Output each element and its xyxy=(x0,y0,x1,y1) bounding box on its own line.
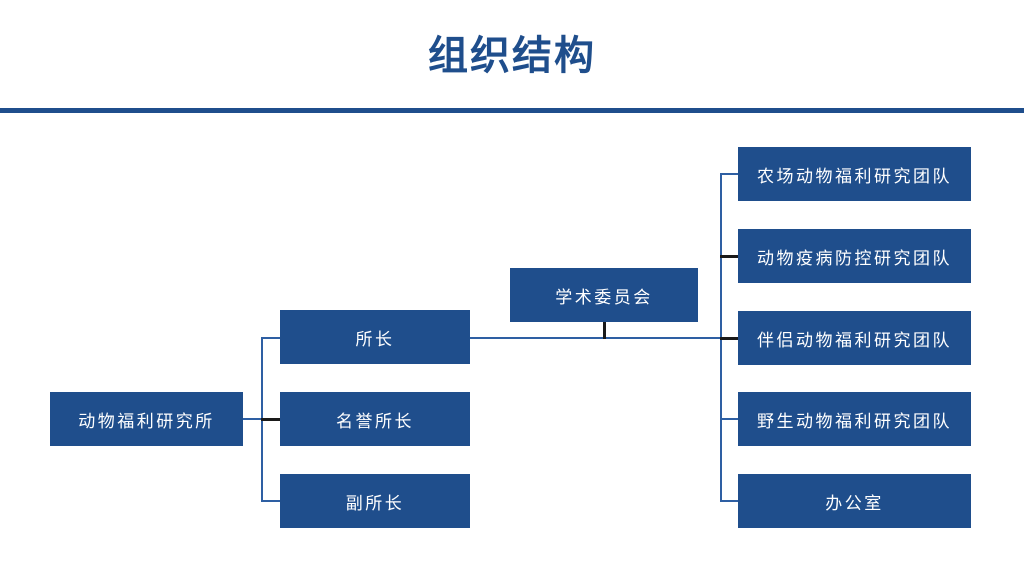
connector-director-to-teams xyxy=(470,337,722,339)
connector-stub-team-farm xyxy=(720,173,740,175)
title-divider xyxy=(0,108,1024,113)
connector-stub-director xyxy=(261,337,282,339)
node-team-farm-animal-welfare[interactable]: 农场动物福利研究团队 xyxy=(738,147,971,201)
node-office[interactable]: 办公室 xyxy=(738,474,971,528)
node-deputy-director[interactable]: 副所长 xyxy=(280,474,470,528)
node-team-companion-animal-welfare[interactable]: 伴侣动物福利研究团队 xyxy=(738,311,971,365)
connector-stub-team-companion xyxy=(720,337,740,340)
connector-root-to-leadership xyxy=(243,418,263,420)
node-academic-committee[interactable]: 学术委员会 xyxy=(510,268,698,322)
connector-stub-team-wildlife xyxy=(720,418,740,420)
node-honorary-director[interactable]: 名誉所长 xyxy=(280,392,470,446)
connector-stub-deputy-director xyxy=(261,500,282,502)
node-root-institute[interactable]: 动物福利研究所 xyxy=(50,392,243,446)
node-team-disease-control[interactable]: 动物疫病防控研究团队 xyxy=(738,229,971,283)
node-director[interactable]: 所长 xyxy=(280,310,470,364)
connector-stub-honorary-director xyxy=(261,418,282,421)
node-team-wildlife-welfare[interactable]: 野生动物福利研究团队 xyxy=(738,392,971,446)
connector-stub-office xyxy=(720,500,740,502)
connector-stub-team-disease xyxy=(720,255,740,258)
page-title: 组织结构 xyxy=(428,34,596,78)
connector-committee-stem xyxy=(603,322,606,339)
